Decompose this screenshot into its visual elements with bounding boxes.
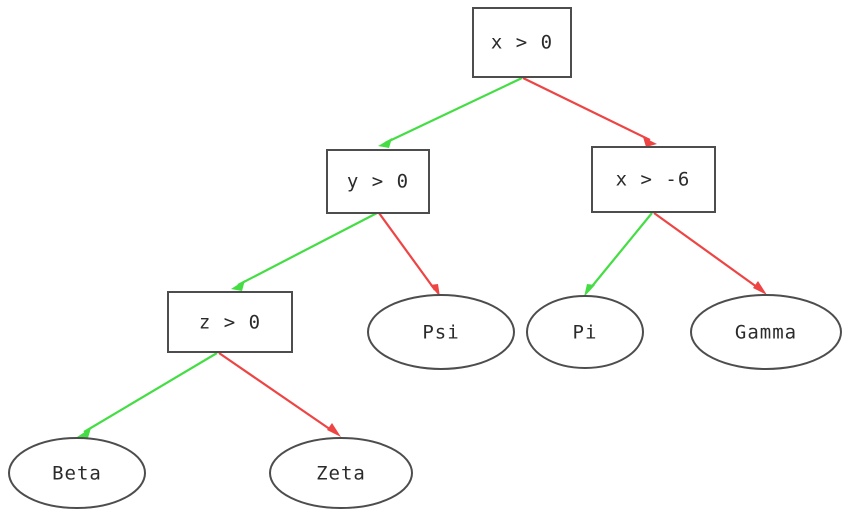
edge-root-to-right: [522, 77, 657, 147]
arrowhead-icon: [584, 284, 595, 297]
node-zeta-label: Zeta: [316, 463, 366, 485]
node-pi-ellipse[interactable]: [526, 295, 644, 369]
edge-line-false: [378, 212, 436, 291]
edge-line-true: [588, 212, 653, 291]
edge-line-true: [237, 212, 378, 286]
edge-line-false: [653, 212, 762, 291]
arrowhead-icon: [430, 284, 440, 297]
node-right-box[interactable]: [591, 146, 716, 213]
node-beta-ellipse[interactable]: [8, 437, 146, 509]
node-psi-label: Psi: [422, 322, 459, 344]
node-psi[interactable]: Psi: [367, 294, 515, 370]
arrowhead-icon: [327, 423, 341, 437]
node-left-left[interactable]: z > 0: [167, 291, 293, 353]
node-beta[interactable]: Beta: [8, 437, 146, 509]
node-gamma[interactable]: Gamma: [690, 294, 842, 370]
node-beta-label: Beta: [52, 463, 102, 485]
node-left-left-label: z > 0: [199, 312, 261, 334]
node-gamma-label: Gamma: [735, 322, 797, 344]
edge-layer: [77, 77, 767, 438]
node-left-box[interactable]: [326, 149, 430, 214]
edge-right-to-pi: [584, 212, 653, 297]
edge-left-to-leftleft: [231, 212, 378, 291]
node-root-label: x > 0: [491, 32, 553, 54]
edge-line-false: [218, 352, 335, 433]
node-right-label: x > -6: [616, 169, 691, 191]
edge-leftleft-to-zeta: [218, 352, 341, 437]
edge-root-to-left: [378, 77, 523, 148]
node-left-left-box[interactable]: [167, 291, 293, 353]
node-gamma-ellipse[interactable]: [690, 294, 842, 370]
edge-left-to-psi: [378, 212, 440, 297]
node-pi[interactable]: Pi: [526, 295, 644, 369]
node-left[interactable]: y > 0: [326, 149, 430, 214]
edge-line-false: [522, 77, 651, 141]
arrowhead-icon: [231, 280, 245, 291]
node-zeta[interactable]: Zeta: [269, 437, 413, 509]
edge-leftleft-to-beta: [77, 352, 218, 438]
node-left-label: y > 0: [347, 171, 409, 193]
edge-line-true: [83, 352, 218, 433]
edge-right-to-gamma: [653, 212, 767, 295]
node-right[interactable]: x > -6: [591, 146, 716, 213]
node-psi-ellipse[interactable]: [367, 294, 515, 370]
arrowhead-icon: [77, 428, 91, 438]
node-root[interactable]: x > 0: [472, 7, 572, 78]
node-pi-label: Pi: [573, 322, 598, 344]
node-layer: x > 0 y > 0 x > -6 z > 0 Psi: [8, 7, 842, 509]
arrowhead-icon: [643, 137, 657, 147]
arrowhead-icon: [378, 138, 392, 148]
arrowhead-icon: [753, 281, 767, 295]
node-zeta-ellipse[interactable]: [269, 437, 413, 509]
node-root-box[interactable]: [472, 7, 572, 78]
edge-line-true: [384, 77, 523, 144]
